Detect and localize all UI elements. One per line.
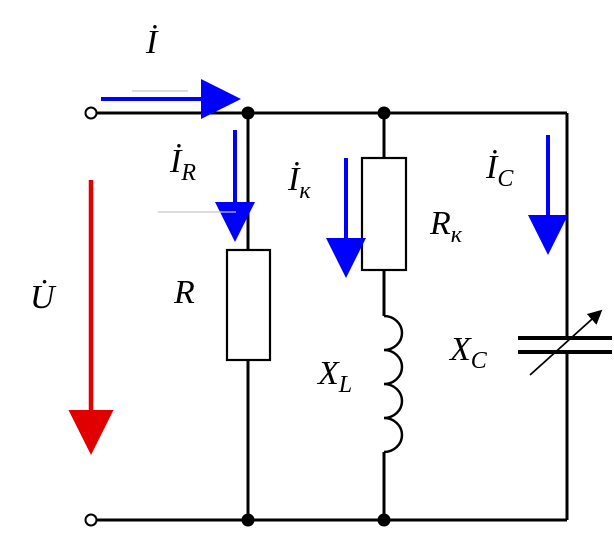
label-inductor-xl-sub: L	[338, 372, 352, 398]
input-terminal-top	[84, 106, 98, 120]
resistor-rk	[360, 156, 408, 272]
wires	[96, 111, 569, 522]
label-inductor-xl: XL	[316, 355, 352, 398]
label-capacitor-xc-sub: C	[471, 348, 488, 374]
variable-adjust-arrow	[529, 309, 603, 376]
label-current-ir-sub: R	[180, 160, 196, 186]
label-resistor-rk-sub: к	[451, 222, 463, 248]
node-bottom-middle	[377, 513, 391, 527]
node-bottom-left	[241, 513, 255, 527]
label-current-ir-main: İ	[169, 143, 183, 180]
node-top-left	[241, 106, 255, 120]
label-resistor-rk: Rк	[429, 205, 463, 248]
label-resistor-rk-main: R	[429, 205, 451, 242]
node-top-middle	[377, 106, 391, 120]
label-voltage-u: U̇	[30, 279, 57, 316]
label-current-i: İ	[145, 24, 159, 61]
capacitor-xc	[518, 309, 612, 376]
label-capacitor-xc: XC	[448, 331, 488, 374]
label-current-ic-sub: C	[497, 166, 514, 192]
resistor-r	[225, 248, 272, 362]
label-current-ic: İC	[485, 149, 514, 192]
label-current-ik: İк	[287, 161, 311, 204]
label-capacitor-xc-main: X	[448, 331, 472, 368]
label-current-ik-sub: к	[299, 178, 311, 204]
input-terminal-bottom	[84, 513, 98, 527]
label-resistor-r: R	[173, 274, 195, 311]
label-current-ik-main: İ	[287, 161, 301, 198]
label-current-ic-main: İ	[485, 149, 499, 186]
label-inductor-xl-main: X	[316, 355, 340, 392]
label-current-ir: İR	[169, 143, 196, 186]
inductor-xl	[383, 314, 404, 454]
